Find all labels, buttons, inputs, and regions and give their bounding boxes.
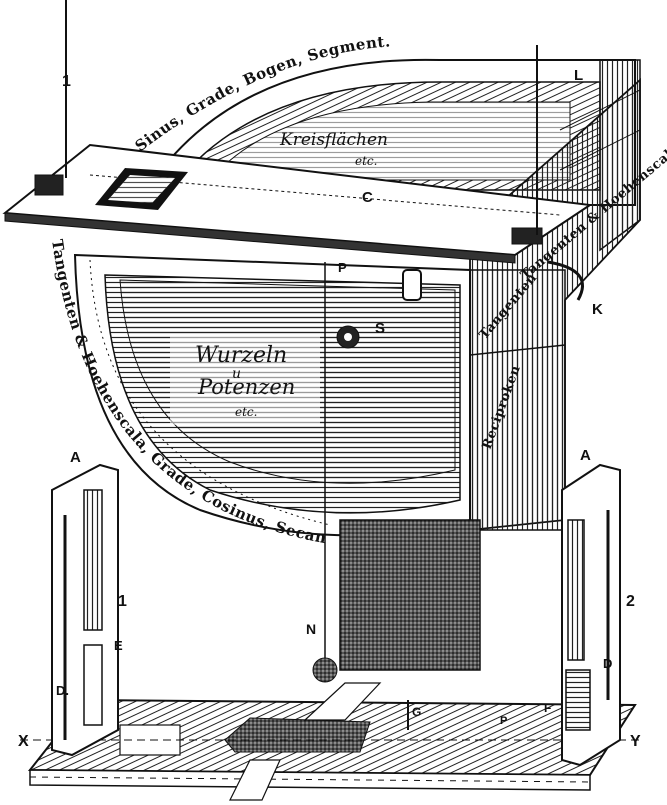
label-A-right: A <box>580 447 591 464</box>
label-E-left: E <box>114 638 123 653</box>
label-kreisflaechen: Kreisflächen <box>279 130 388 150</box>
label-F-right: F <box>544 701 551 715</box>
label-C: C <box>362 189 373 206</box>
label-num-2: 2 <box>626 593 635 610</box>
label-wurzeln-u: u <box>232 366 241 382</box>
label-D-right: D <box>603 656 612 671</box>
label-wurzeln: Wurzeln <box>195 343 287 368</box>
label-K: K <box>592 301 603 318</box>
left-upright <box>51 463 119 757</box>
hook-k <box>547 260 584 301</box>
label-L: L <box>574 67 583 84</box>
label-A-left: A <box>70 449 81 466</box>
label-P: P <box>338 260 347 275</box>
label-G-base: G <box>412 705 421 719</box>
plumb-bob <box>312 657 338 683</box>
label-X: X <box>18 733 29 750</box>
label-P-base: P <box>500 715 507 727</box>
lower-disc <box>73 253 471 537</box>
slide-bar <box>2 143 593 264</box>
label-Y: Y <box>630 733 641 750</box>
label-D-left: D. <box>56 683 69 698</box>
base-plate <box>20 682 640 801</box>
label-potenzen: Potenzen <box>197 375 295 399</box>
label-wurzeln-etc: etc. <box>235 405 257 419</box>
label-S: S <box>375 320 385 337</box>
label-pointer-1: 1 <box>62 73 71 90</box>
label-num-1: 1 <box>118 593 127 610</box>
right-end-block <box>511 227 543 245</box>
left-end-block <box>34 174 64 196</box>
pillar <box>339 519 481 671</box>
label-N: N <box>306 621 316 637</box>
right-upright <box>561 463 621 767</box>
clip-hook <box>402 269 422 301</box>
label-kreisflaechen-etc: etc. <box>355 154 377 168</box>
